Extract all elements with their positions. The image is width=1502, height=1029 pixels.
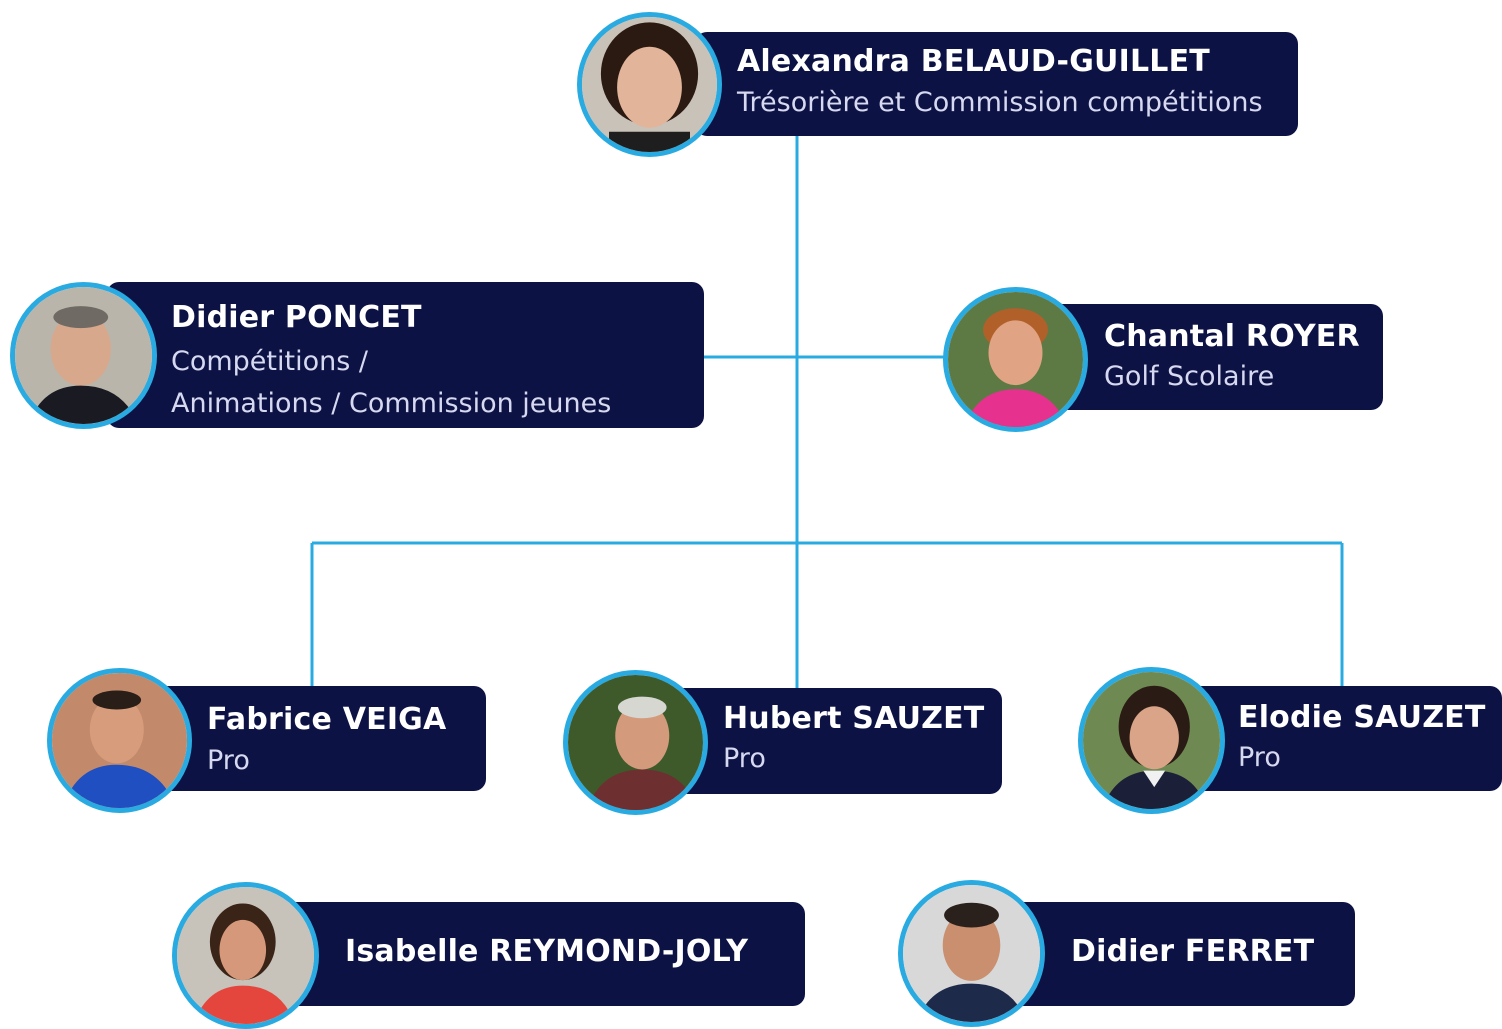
person-card-isabelle: Isabelle REYMOND-JOLY <box>280 902 805 1006</box>
person-role: Golf Scolaire <box>1104 361 1275 392</box>
person-role: Pro <box>723 743 766 774</box>
woman-pink-shirt-photo <box>948 292 1083 427</box>
person-role: Pro <box>207 745 250 776</box>
man-navy-shirt-photo <box>903 885 1040 1022</box>
person-name: Elodie SAUZET <box>1238 700 1486 735</box>
man-dark-jacket-photo <box>15 287 152 424</box>
person-role: Pro <box>1238 742 1281 773</box>
person-name: Didier FERRET <box>1071 934 1315 969</box>
woman-dark-polo-photo <box>1083 672 1220 809</box>
person-card-hubert: Hubert SAUZET Pro <box>670 688 1002 794</box>
man-blue-jacket-photo <box>52 673 187 808</box>
avatar-veiga <box>47 668 192 813</box>
avatar-royer <box>943 287 1088 432</box>
man-grey-hair-photo <box>568 675 703 810</box>
person-name: Isabelle REYMOND-JOLY <box>345 934 749 969</box>
person-card-ferret: Didier FERRET <box>1010 902 1355 1006</box>
person-name: Hubert SAUZET <box>723 701 985 736</box>
person-name: Chantal ROYER <box>1104 319 1360 354</box>
avatar-hubert <box>563 670 708 815</box>
person-card-veiga: Fabrice VEIGA Pro <box>152 686 486 791</box>
avatar-poncet <box>10 282 157 429</box>
person-role-line1: Compétitions / <box>171 346 368 377</box>
avatar-ferret <box>898 880 1045 1027</box>
avatar-isabelle <box>172 882 319 1029</box>
woman-dark-hair-photo <box>582 17 717 152</box>
person-card-poncet: Didier PONCET Compétitions / Animations … <box>107 282 704 428</box>
person-card-alexandra: Alexandra BELAUD-GUILLET Trésorière et C… <box>695 32 1298 136</box>
avatar-elodie <box>1078 667 1225 814</box>
avatar-alexandra <box>577 12 722 157</box>
person-name: Fabrice VEIGA <box>207 702 447 737</box>
person-card-elodie: Elodie SAUZET Pro <box>1190 686 1502 791</box>
person-name: Alexandra BELAUD-GUILLET <box>737 44 1210 79</box>
person-name: Didier PONCET <box>171 300 422 335</box>
person-role: Trésorière et Commission compétitions <box>737 87 1263 118</box>
person-card-royer: Chantal ROYER Golf Scolaire <box>1050 304 1383 410</box>
person-role-line2: Animations / Commission jeunes <box>171 388 612 419</box>
woman-red-shirt-photo <box>177 887 314 1024</box>
